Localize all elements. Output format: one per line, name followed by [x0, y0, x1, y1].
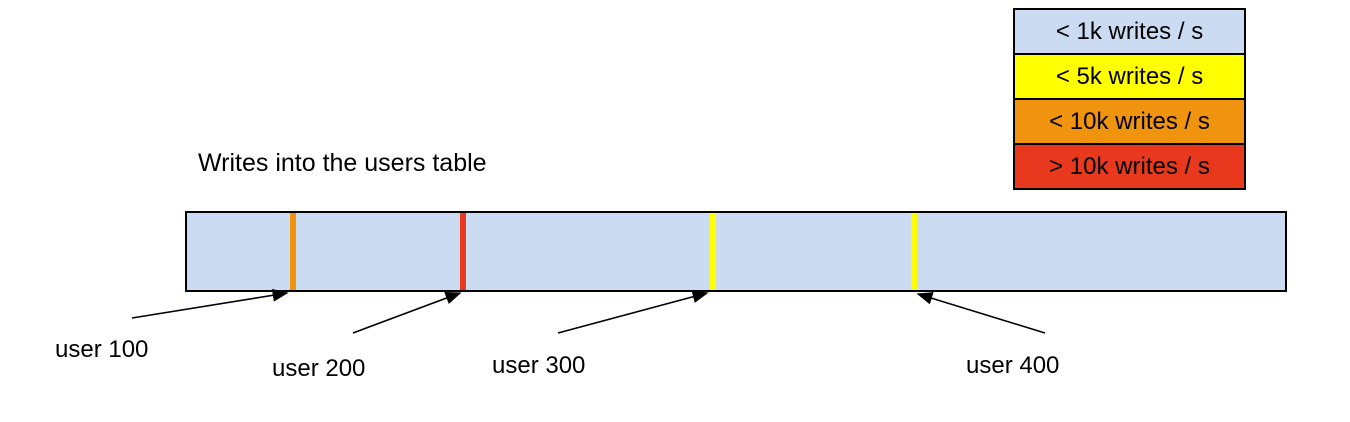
legend-item-lt-10k: < 10k writes / s	[1013, 98, 1246, 145]
label-user-200: user 200	[272, 355, 366, 382]
legend-item-label: < 5k writes / s	[1055, 62, 1204, 90]
arrow-icon-user-300	[557, 290, 709, 334]
hotspot-marker-user-100	[290, 213, 296, 290]
arrow-icon-user-400	[916, 292, 1046, 334]
hotspot-marker-user-300	[710, 213, 716, 290]
hotspot-marker-user-400	[911, 213, 917, 290]
legend-item-label: < 1k writes / s	[1055, 17, 1204, 45]
legend: < 1k writes / s < 5k writes / s < 10k wr…	[1013, 8, 1246, 190]
arrow-icon-user-100	[131, 288, 289, 319]
legend-item-gt-10k: > 10k writes / s	[1013, 143, 1246, 190]
diagram-title: Writes into the users table	[198, 149, 487, 177]
label-user-400: user 400	[966, 352, 1060, 379]
legend-item-label: > 10k writes / s	[1049, 152, 1210, 180]
label-user-100: user 100	[55, 336, 149, 363]
label-user-300: user 300	[492, 352, 586, 379]
hotspot-marker-user-200	[460, 213, 466, 290]
arrow-icon-user-200	[352, 292, 462, 334]
legend-item-label: < 10k writes / s	[1049, 107, 1210, 135]
legend-item-lt-1k: < 1k writes / s	[1013, 8, 1246, 55]
users-table-bar	[185, 211, 1287, 292]
legend-item-lt-5k: < 5k writes / s	[1013, 53, 1246, 100]
